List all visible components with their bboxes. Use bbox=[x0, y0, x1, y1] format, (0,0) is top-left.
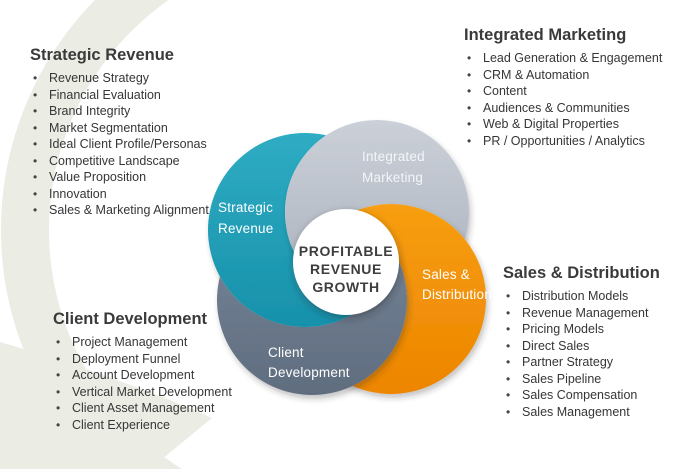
list-item: Account Development bbox=[53, 367, 232, 384]
list-item: Sales Compensation bbox=[503, 387, 660, 404]
list-item: Pricing Models bbox=[503, 321, 660, 338]
panel-client-development: Client Development Project ManagementDep… bbox=[53, 310, 232, 433]
list-item: Brand Integrity bbox=[30, 103, 209, 120]
panel-integrated-marketing: Integrated Marketing Lead Generation & E… bbox=[464, 26, 662, 149]
segment-label-sales-distribution: Sales & Distribution bbox=[422, 267, 492, 302]
list-item: Client Asset Management bbox=[53, 400, 232, 417]
panel-title: Client Development bbox=[53, 310, 208, 328]
list-item: Revenue Management bbox=[503, 305, 660, 322]
bullet-list: Revenue StrategyFinancial EvaluationBran… bbox=[30, 70, 209, 219]
list-item: Project Management bbox=[53, 334, 232, 351]
panel-title: Sales & Distribution bbox=[503, 264, 660, 282]
panel-strategic-revenue: Strategic Revenue Revenue StrategyFinanc… bbox=[30, 46, 209, 219]
list-item: PR / Opportunities / Analytics bbox=[464, 133, 662, 150]
list-item: Audiences & Communities bbox=[464, 100, 662, 117]
center-label: PROFITABLE REVENUE GROWTH bbox=[298, 243, 394, 295]
panel-title: Strategic Revenue bbox=[30, 46, 174, 64]
list-item: Distribution Models bbox=[503, 288, 660, 305]
panel-title: Integrated Marketing bbox=[464, 26, 627, 44]
list-item: Lead Generation & Engagement bbox=[464, 50, 662, 67]
list-item: Vertical Market Development bbox=[53, 384, 232, 401]
segment-label-integrated-marketing: Integrated Marketing bbox=[362, 149, 425, 185]
list-item: Ideal Client Profile/Personas bbox=[30, 136, 209, 153]
panel-sales-distribution: Sales & Distribution Distribution Models… bbox=[503, 264, 660, 420]
bullet-list: Lead Generation & EngagementCRM & Automa… bbox=[464, 50, 662, 149]
list-item: Sales Management bbox=[503, 404, 660, 421]
list-item: Web & Digital Properties bbox=[464, 116, 662, 133]
list-item: Deployment Funnel bbox=[53, 351, 232, 368]
list-item: Content bbox=[464, 83, 662, 100]
list-item: Revenue Strategy bbox=[30, 70, 209, 87]
bullet-list: Distribution ModelsRevenue ManagementPri… bbox=[503, 288, 660, 420]
bullet-list: Project ManagementDeployment FunnelAccou… bbox=[53, 334, 232, 433]
list-item: Sales & Marketing Alignment bbox=[30, 202, 209, 219]
list-item: Client Experience bbox=[53, 417, 232, 434]
center-circle bbox=[293, 209, 399, 315]
segment-label-strategic-revenue: Strategic Revenue bbox=[218, 200, 274, 236]
list-item: Partner Strategy bbox=[503, 354, 660, 371]
list-item: Direct Sales bbox=[503, 338, 660, 355]
list-item: Sales Pipeline bbox=[503, 371, 660, 388]
list-item: Competitive Landscape bbox=[30, 153, 209, 170]
list-item: Value Proposition bbox=[30, 169, 209, 186]
segment-label-client-development: Client Development bbox=[268, 345, 350, 380]
list-item: Innovation bbox=[30, 186, 209, 203]
list-item: CRM & Automation bbox=[464, 67, 662, 84]
list-item: Financial Evaluation bbox=[30, 87, 209, 104]
list-item: Market Segmentation bbox=[30, 120, 209, 137]
